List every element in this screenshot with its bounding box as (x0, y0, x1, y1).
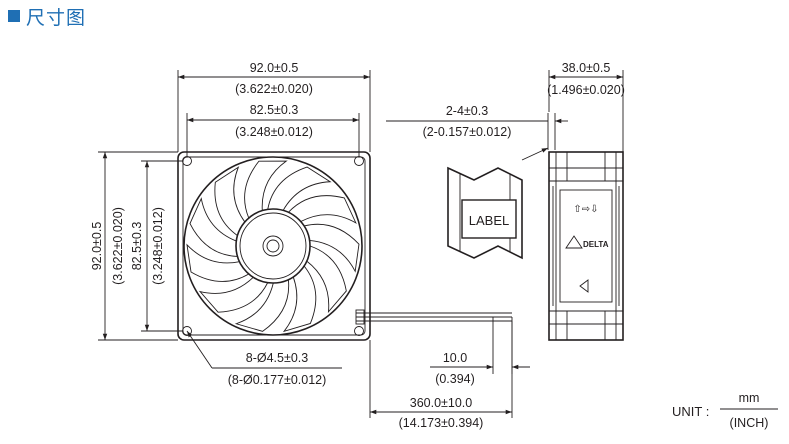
fan-blade (186, 243, 249, 282)
fan-blade (244, 160, 288, 219)
dim-label-thickness: 2-4±0.3 (2-0.157±0.012) (386, 104, 568, 150)
dim-lead-length: 360.0±10.0 (14.173±0.394) (369, 321, 513, 430)
dim-hole-pitch-width: 82.5±0.3 (3.248±0.012) (186, 103, 360, 156)
fan-blade (288, 195, 357, 224)
fan-blade (189, 197, 238, 257)
mounting-hole (182, 156, 192, 166)
leader-line (521, 147, 549, 161)
fan-blades (186, 160, 360, 333)
wire-clip (355, 309, 365, 325)
overall-height-mm: 92.0±0.5 (90, 222, 104, 271)
dim-hole-pitch-height: 82.5±0.3 (3.248±0.012) (130, 160, 183, 332)
brand-text: DELTA (583, 240, 609, 249)
overall-height-in: (3.622±0.020) (111, 207, 125, 285)
hole-pitch-width-mm: 82.5±0.3 (250, 103, 299, 117)
depth-mm: 38.0±0.5 (562, 61, 611, 75)
label-thickness-in: (2-0.157±0.012) (423, 125, 512, 139)
label-text: LABEL (469, 213, 509, 228)
mounting-hole (354, 326, 364, 336)
strip-length-mm: 10.0 (443, 351, 467, 365)
fan-blade (214, 166, 246, 236)
label-detail-view: LABEL (447, 147, 549, 260)
label-thickness-mm: 2-4±0.3 (446, 104, 488, 118)
fan-hub-outer (235, 208, 311, 284)
delta-logo: DELTA (565, 235, 609, 249)
fan-blade (234, 279, 290, 332)
section-title: 尺寸图 (26, 6, 87, 29)
hole-pitch-height-in: (3.248±0.012) (151, 207, 165, 285)
fan-hub-center (262, 235, 284, 257)
dim-depth: 38.0±0.5 (1.496±0.020) (547, 61, 625, 152)
unit-label: UNIT : (672, 404, 709, 419)
lead-length-mm: 360.0±10.0 (410, 396, 473, 410)
hole-pitch-width-in: (3.248±0.012) (235, 125, 313, 139)
fan-blade (304, 223, 360, 273)
fan-venturi-ring (183, 156, 363, 336)
unit-bottom: (INCH) (730, 416, 769, 430)
mounting-hole (354, 156, 364, 166)
section-header: 尺寸图 (8, 3, 86, 29)
label-box (461, 199, 517, 239)
hole-pitch-height-mm: 82.5±0.3 (130, 222, 144, 271)
lead-length-in: (14.173±0.394) (399, 416, 484, 430)
strip-length-in: (0.394) (435, 372, 475, 386)
dim-overall-height: 92.0±0.5 (3.622±0.020) (90, 151, 178, 341)
unit-top: mm (739, 391, 760, 405)
flow-arrows: ⇧⇨⇩ (573, 204, 598, 215)
rotation-arrow-icon (579, 279, 589, 293)
fan-hub-ring (239, 212, 307, 280)
fan-blade (267, 166, 332, 211)
fan-hub-bearing (266, 239, 280, 253)
depth-in: (1.496±0.020) (547, 83, 625, 97)
overall-width-in: (3.622±0.020) (235, 82, 313, 96)
dim-strip-length: 10.0 (0.394) (430, 317, 530, 386)
fan-blade (198, 276, 269, 313)
header-square-icon (8, 10, 20, 22)
unit-note: UNIT : mm (INCH) (672, 391, 778, 430)
overall-width-mm: 92.0±0.5 (250, 61, 299, 75)
fan-front-view (177, 151, 512, 341)
label-detail-outline (447, 166, 523, 260)
fan-frame-outer (177, 151, 371, 341)
fan-side-view: ⇧⇨⇩ DELTA (548, 151, 624, 341)
dim-hole-diameter: 8-Ø4.5±0.3 (8-Ø0.177±0.012) (186, 330, 342, 387)
dim-overall-width: 92.0±0.5 (3.622±0.020) (177, 61, 371, 152)
hole-diameter-in: (8-Ø0.177±0.012) (228, 373, 327, 387)
leader-line (186, 330, 213, 369)
delta-triangle-icon (565, 235, 583, 249)
fan-blade (306, 245, 347, 314)
hole-diameter-mm: 8-Ø4.5±0.3 (246, 351, 308, 365)
fan-blade (282, 265, 317, 333)
